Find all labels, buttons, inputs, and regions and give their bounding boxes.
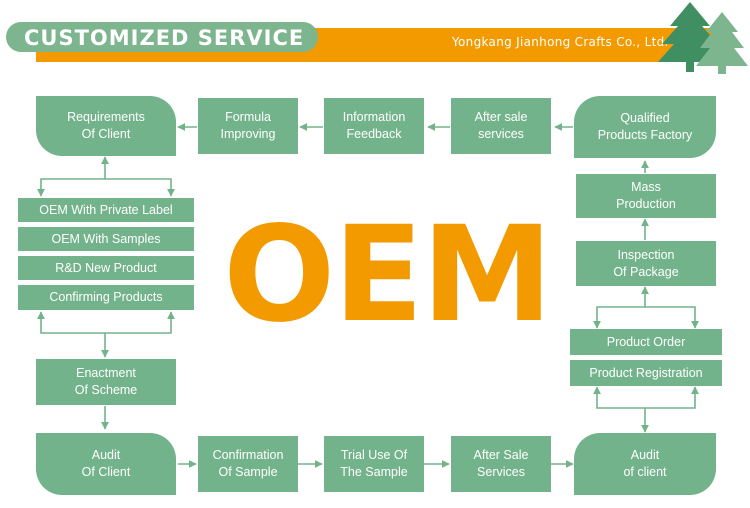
node-after-sale-services-bottom: After Sale Services [451,436,551,492]
node-rnd-new-product: R&D New Product [18,256,194,280]
oem-center-text: OEM [223,198,553,352]
node-requirements-of-client: Requirements Of Client [36,96,176,156]
company-name: Yongkang Jianhong Crafts Co., Ltd. [452,35,669,49]
node-inspection-of-package: Inspection Of Package [576,241,716,286]
node-after-sale-services-top: After sale services [451,98,551,154]
header-title: CUSTOMIZED SERVICE [24,26,305,50]
node-audit-of-client-left: Audit Of Client [36,433,176,495]
node-product-registration: Product Registration [570,360,722,386]
tree-logo-icon [658,2,748,74]
node-audit-of-client-right: Audit of client [574,433,716,495]
node-enactment-of-scheme: Enactment Of Scheme [36,359,176,405]
node-product-order: Product Order [570,329,722,355]
node-mass-production: Mass Production [576,174,716,218]
node-confirmation-of-sample: Confirmation Of Sample [198,436,298,492]
node-confirming-products: Confirming Products [18,285,194,310]
node-trial-use-of-the-sample: Trial Use Of The Sample [324,436,424,492]
node-qualified-products-factory: Qualified Products Factory [574,96,716,158]
node-oem-with-samples: OEM With Samples [18,227,194,251]
node-oem-with-private-label: OEM With Private Label [18,198,194,222]
header-title-pill [6,22,318,52]
node-information-feedback: Information Feedback [324,98,424,154]
node-formula-improving: Formula Improving [198,98,298,154]
